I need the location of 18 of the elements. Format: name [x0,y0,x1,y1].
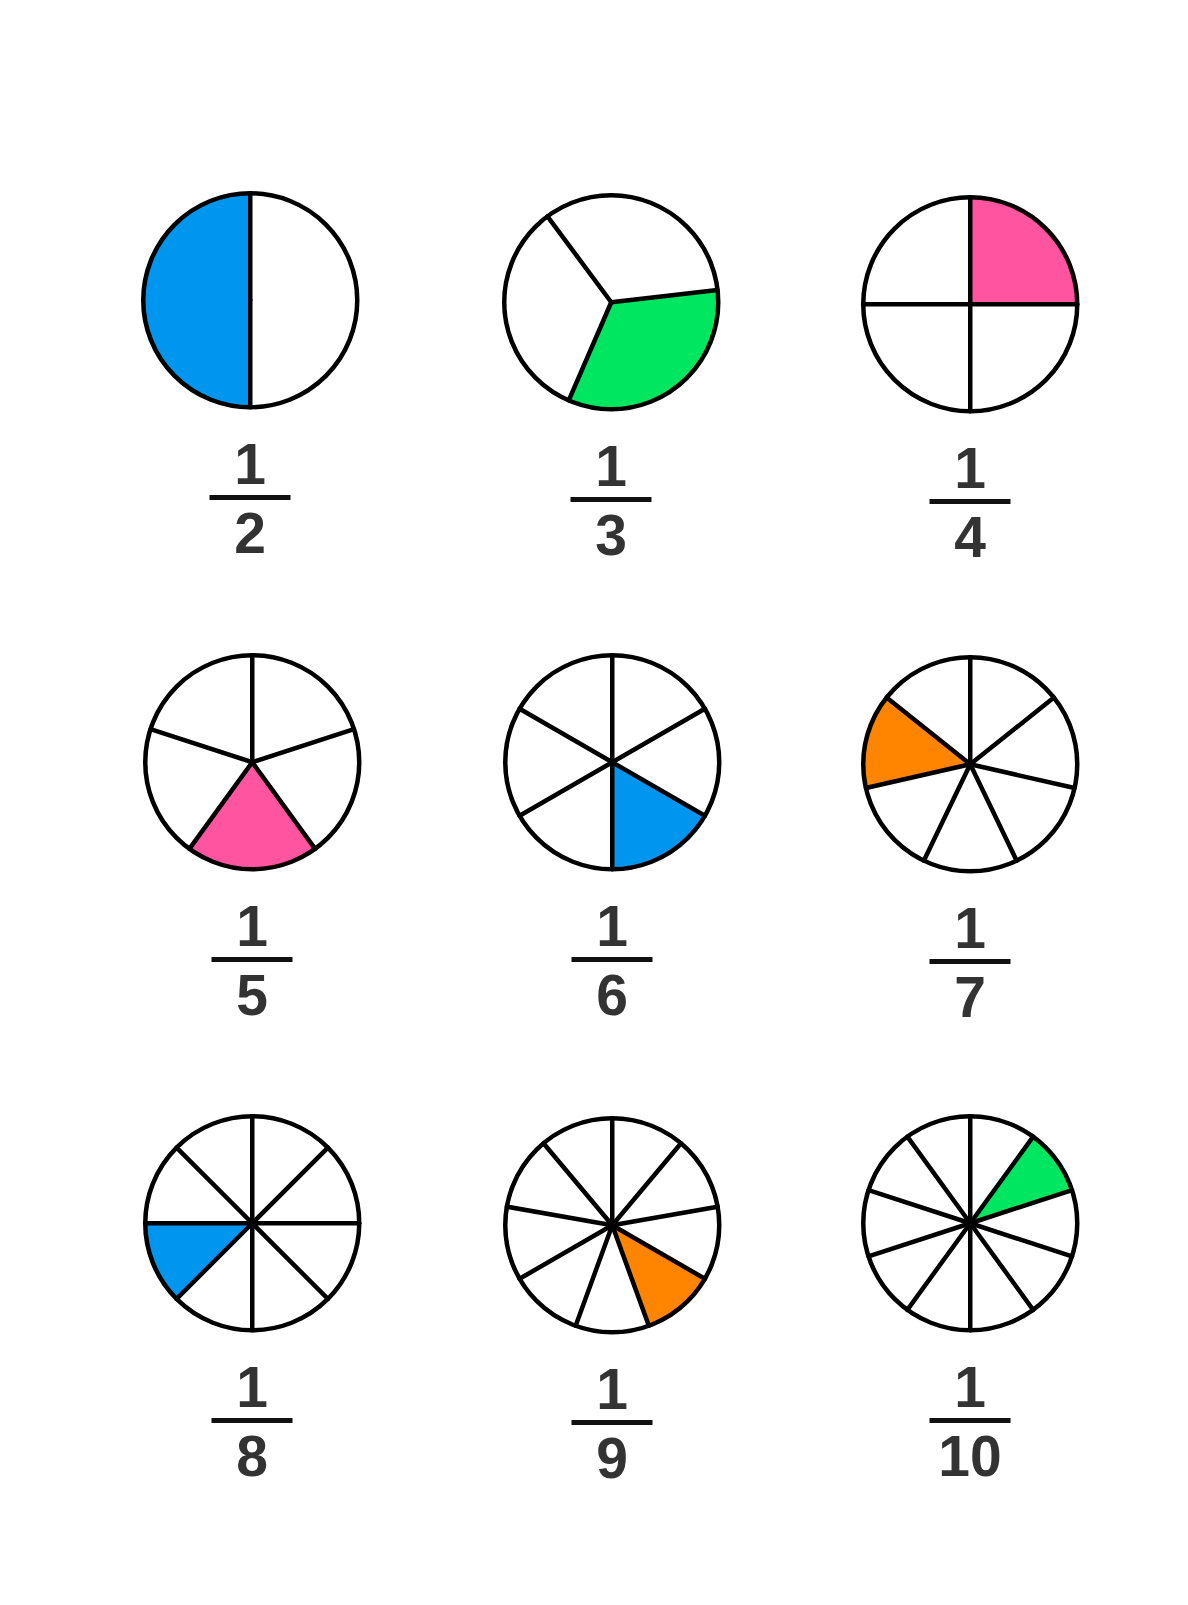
denominator: 10 [938,1428,1002,1485]
numerator: 1 [954,440,986,497]
denominator: 2 [234,505,266,562]
denominator: 3 [595,507,627,564]
numerator: 1 [954,1359,986,1416]
numerator: 1 [236,898,268,955]
numerator: 1 [954,900,986,957]
numerator: 1 [234,436,266,493]
numerator: 1 [595,438,627,495]
denominator: 5 [236,967,268,1024]
numerator: 1 [596,898,628,955]
denominator: 9 [596,1430,628,1487]
denominator: 7 [954,969,986,1026]
numerator: 1 [236,1359,268,1416]
denominator: 6 [596,967,628,1024]
denominator: 8 [236,1428,268,1485]
denominator: 4 [954,509,986,566]
numerator: 1 [596,1361,628,1418]
